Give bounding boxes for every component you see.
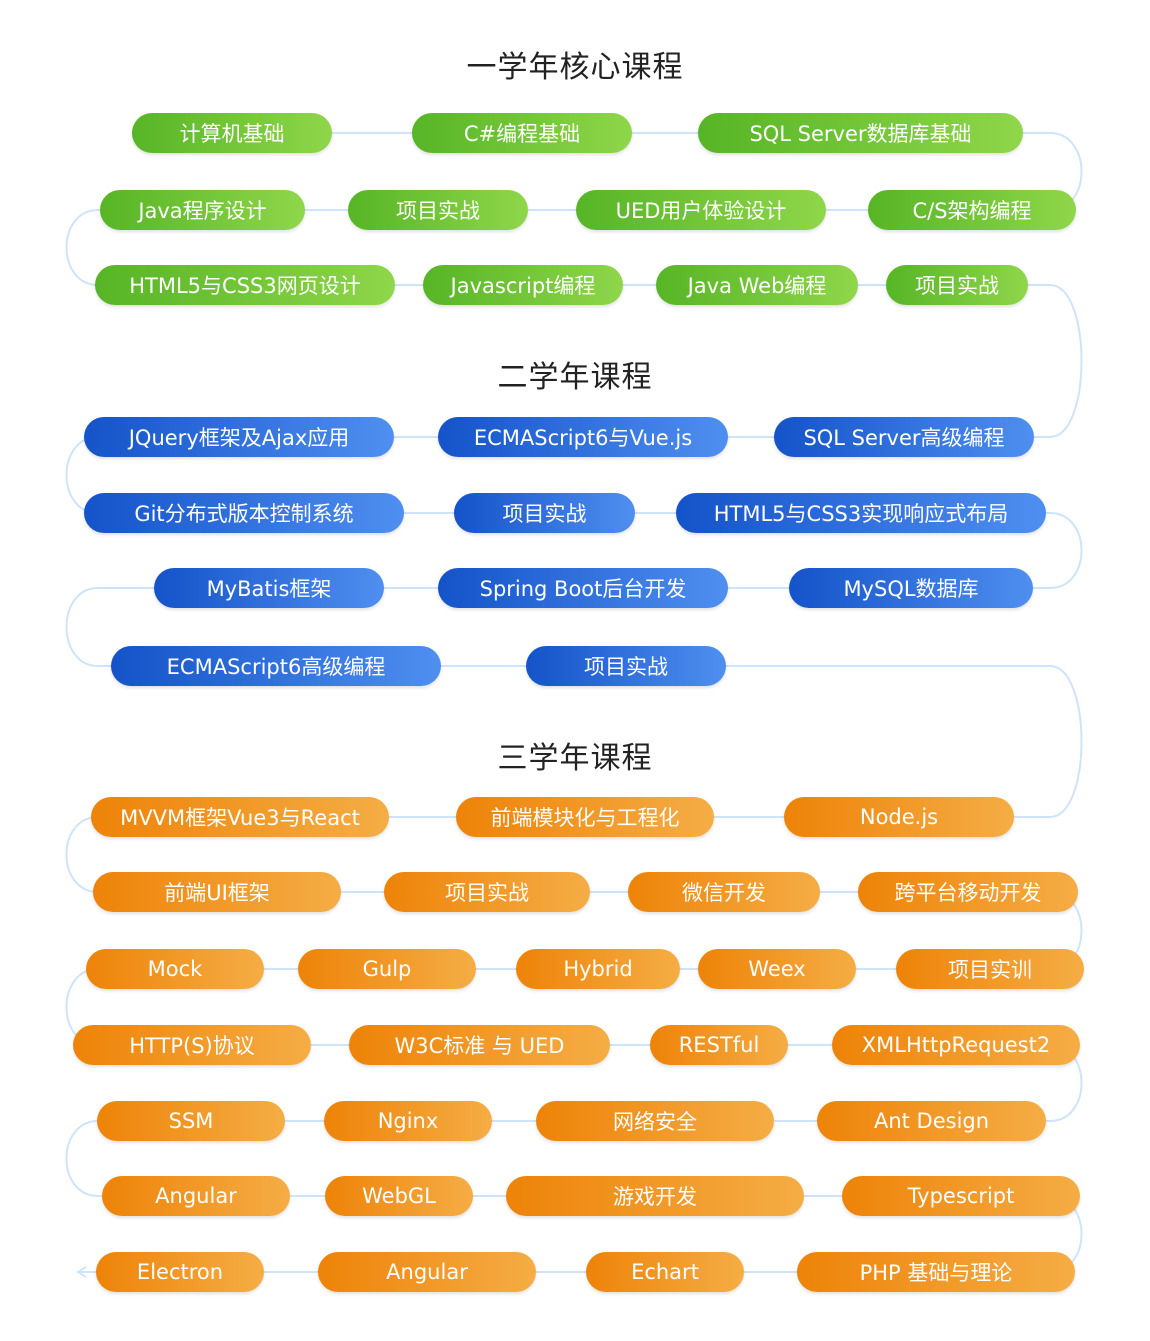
course-pill: Weex	[698, 949, 856, 989]
course-pill: Electron	[96, 1252, 264, 1292]
course-pill: HTML5与CSS3网页设计	[95, 265, 395, 305]
course-pill: JQuery框架及Ajax应用	[84, 417, 394, 457]
course-pill: ECMAScript6高级编程	[111, 646, 441, 686]
course-pill: 游戏开发	[506, 1176, 804, 1216]
course-pill: 项目实战	[348, 190, 528, 230]
course-path-line	[65, 132, 1083, 1273]
course-pill: PHP 基础与理论	[797, 1252, 1075, 1292]
course-pill: WebGL	[325, 1176, 473, 1216]
course-pill: HTTP(S)协议	[73, 1025, 311, 1065]
course-pill: SSM	[97, 1101, 285, 1141]
course-pill: SQL Server数据库基础	[698, 113, 1023, 153]
course-pill: HTML5与CSS3实现响应式布局	[676, 493, 1046, 533]
course-pill: Spring Boot后台开发	[438, 568, 728, 608]
course-pill: 跨平台移动开发	[858, 872, 1078, 912]
course-pill: 项目实训	[896, 949, 1084, 989]
course-pill: C/S架构编程	[868, 190, 1076, 230]
section-title-year-3: 三学年课程	[497, 741, 653, 776]
course-pill: C#编程基础	[412, 113, 632, 153]
section-title-year-2: 二学年课程	[497, 360, 653, 395]
course-pill: ECMAScript6与Vue.js	[438, 417, 728, 457]
course-pill: MVVM框架Vue3与React	[91, 797, 389, 837]
course-pill: SQL Server高级编程	[774, 417, 1034, 457]
course-pill: W3C标准 与 UED	[349, 1025, 610, 1065]
course-pill: Angular	[318, 1252, 536, 1292]
section-title-year-1: 一学年核心课程	[466, 50, 684, 85]
course-pill: 前端模块化与工程化	[456, 797, 714, 837]
course-pill: RESTful	[650, 1025, 788, 1065]
course-pill: 微信开发	[628, 872, 820, 912]
course-pill: Hybrid	[516, 949, 680, 989]
course-pill: Ant Design	[817, 1101, 1046, 1141]
arrow-left-icon	[76, 1266, 87, 1278]
course-pill: 网络安全	[536, 1101, 774, 1141]
course-pill: Typescript	[842, 1176, 1080, 1216]
course-pill: 项目实战	[526, 646, 726, 686]
course-pill: Java Web编程	[656, 265, 858, 305]
course-pill: Mock	[86, 949, 264, 989]
course-pill: 项目实战	[384, 872, 590, 912]
course-pill: XMLHttpRequest2	[832, 1025, 1080, 1065]
course-pill: 前端UI框架	[93, 872, 341, 912]
course-pill: MySQL数据库	[789, 568, 1033, 608]
course-pill: UED用户体验设计	[576, 190, 826, 230]
course-pill: Node.js	[784, 797, 1014, 837]
course-pill: 项目实战	[454, 493, 635, 533]
course-pill: Angular	[102, 1176, 290, 1216]
course-pill: Javascript编程	[423, 265, 623, 305]
course-pill: MyBatis框架	[154, 568, 384, 608]
course-pill: 计算机基础	[132, 113, 332, 153]
course-pill: Gulp	[298, 949, 476, 989]
course-pill: 项目实战	[886, 265, 1028, 305]
course-pill: Nginx	[324, 1101, 492, 1141]
course-pill: Git分布式版本控制系统	[84, 493, 404, 533]
course-pill: Java程序设计	[100, 190, 305, 230]
course-pill: Echart	[586, 1252, 744, 1292]
